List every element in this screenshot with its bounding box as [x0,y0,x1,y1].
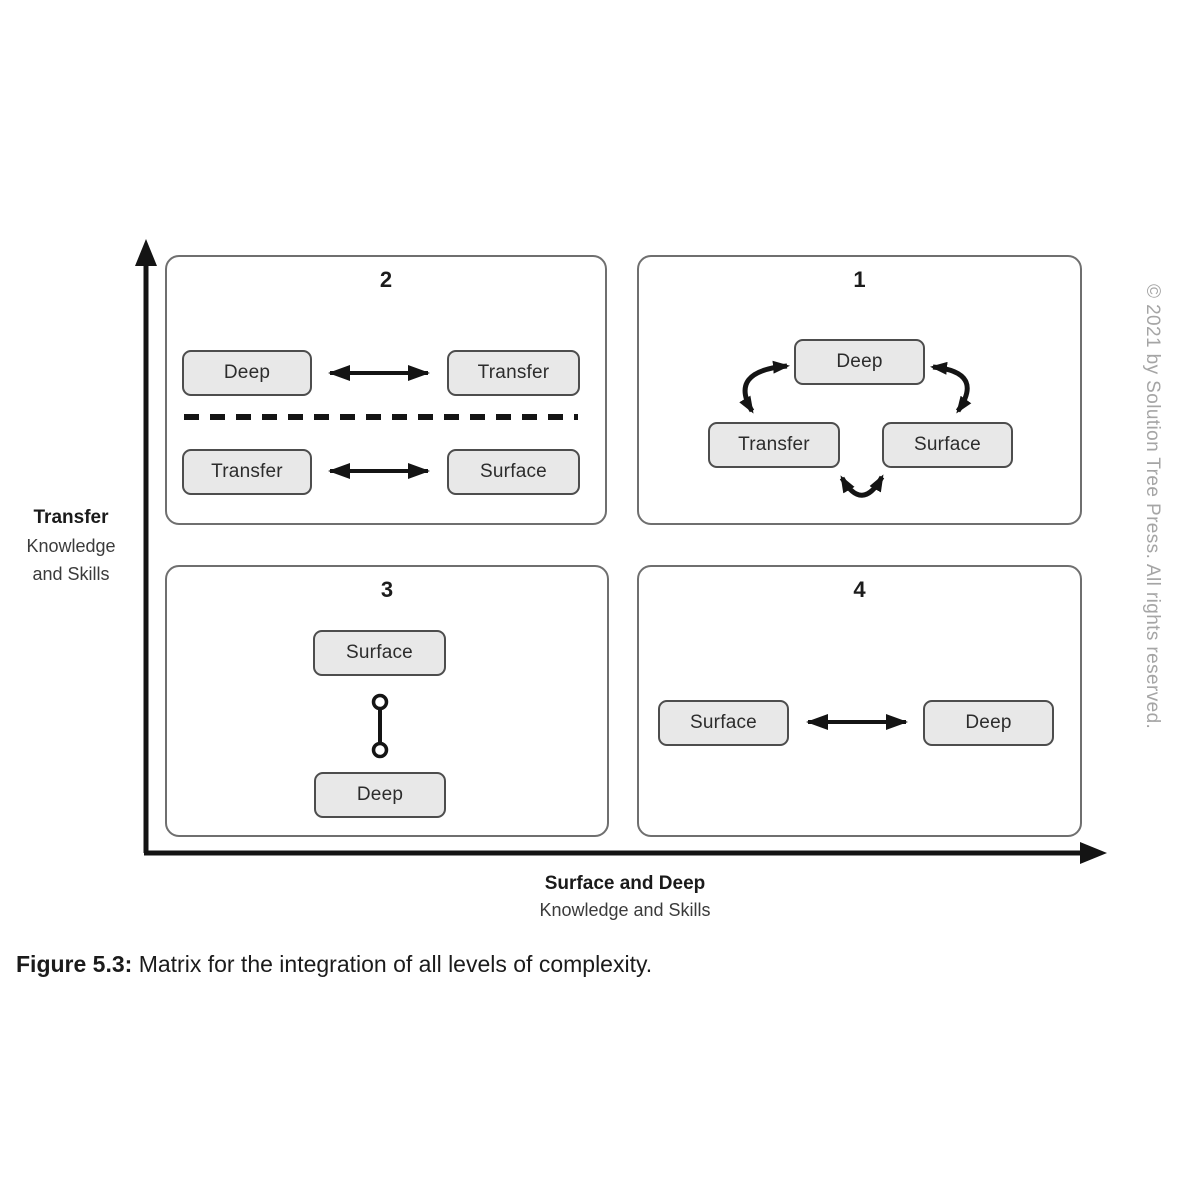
q1-deep-node: Deep [794,339,925,385]
y-axis-title: Transfer [33,507,109,528]
y-axis-subtitle-line1: Knowledge [26,536,116,556]
q2-transfer-node-bottom: Transfer [182,449,312,495]
q2-transfer-node-top: Transfer [447,350,580,396]
copyright-notice: © 2021 by Solution Tree Press. All right… [1142,284,1163,730]
q1-surface-node: Surface [882,422,1013,468]
quadrant-2-number: 2 [379,267,393,292]
x-axis-title: Surface and Deep [544,873,706,894]
figure-caption: Figure 5.3: Matrix for the integration o… [16,951,652,978]
quadrant-1-number: 1 [853,267,866,292]
q1-transfer-node: Transfer [708,422,840,468]
x-axis-arrowhead-icon [1080,842,1107,864]
q3-deep-node: Deep [314,772,446,818]
quadrant-1: 1 [637,255,1082,525]
q2-surface-node: Surface [447,449,580,495]
q4-surface-node: Surface [658,700,789,746]
x-axis-label: Surface and Deep Knowledge and Skills [145,870,1105,924]
quadrant-3-number: 3 [380,577,394,602]
x-axis-subtitle: Knowledge and Skills [539,900,711,920]
q4-deep-node: Deep [923,700,1054,746]
y-axis-subtitle-line2: and Skills [32,564,110,584]
q2-deep-node: Deep [182,350,312,396]
figure-caption-label: Figure 5.3: [16,951,133,977]
q3-surface-node: Surface [313,630,446,676]
figure-caption-text: Matrix for the integration of all levels… [132,951,653,977]
y-axis-arrowhead-icon [135,239,157,266]
y-axis-label: Transfer Knowledge and Skills [8,504,134,588]
quadrant-4-number: 4 [853,577,866,602]
